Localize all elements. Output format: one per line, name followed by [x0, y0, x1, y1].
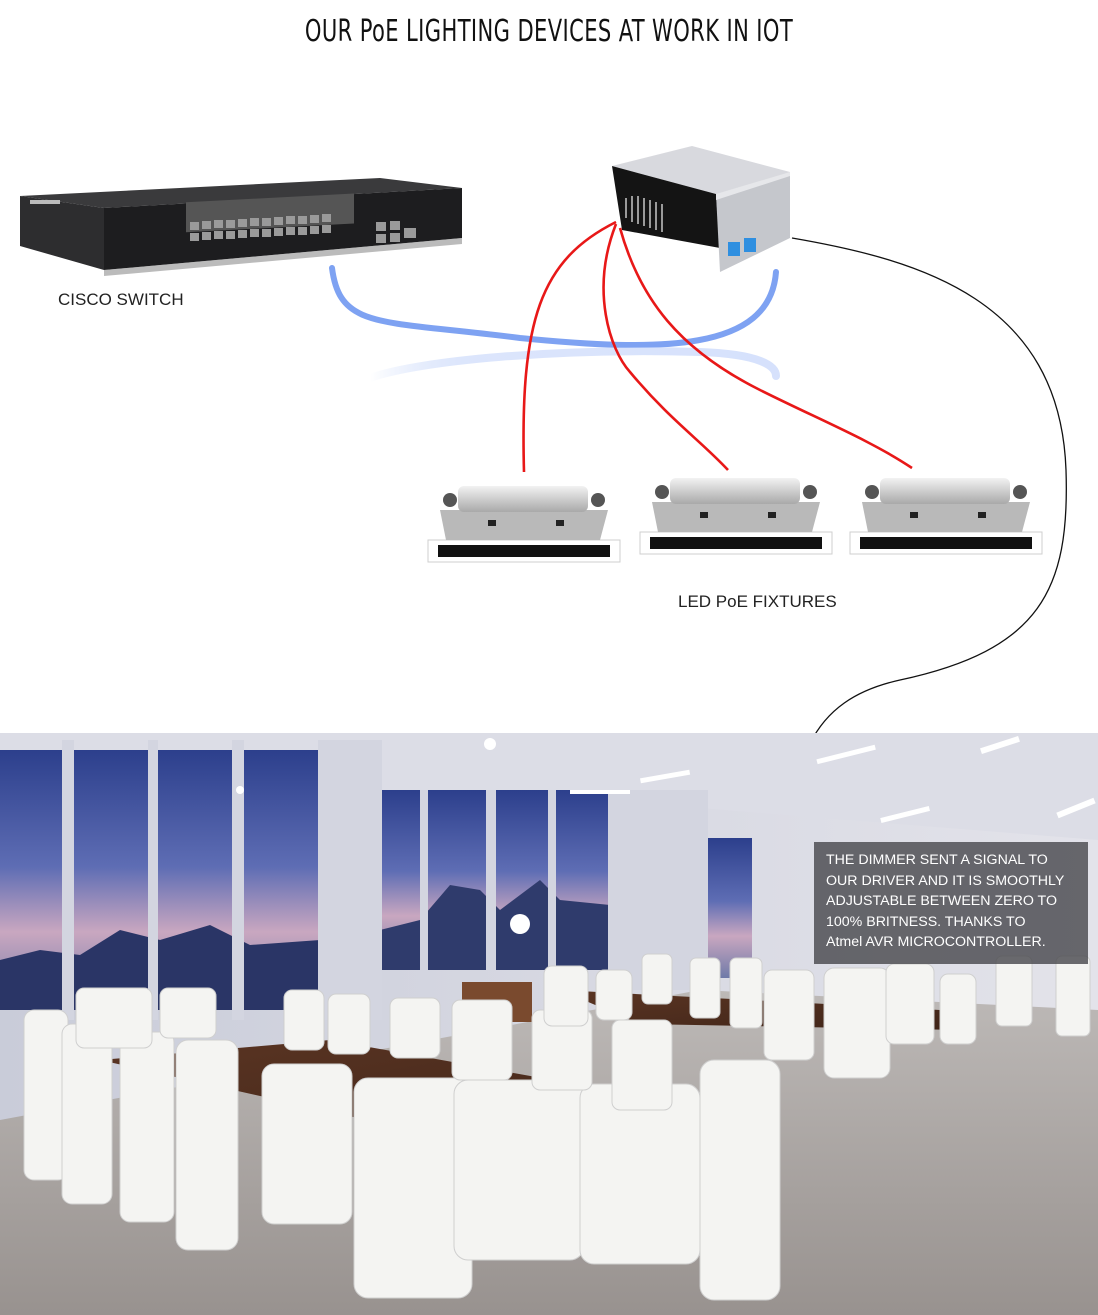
- caption-line: ADJUSTABLE BETWEEN ZERO TO: [826, 893, 1057, 910]
- conference-room-photo: [0, 733, 1098, 1315]
- led-fixture-icon: [639, 478, 833, 555]
- poe-driver-box-icon: [612, 146, 790, 272]
- cisco-switch-label: CISCO SWITCH: [58, 290, 184, 309]
- caption-line: Atmel AVR MICROCONTROLLER.: [826, 934, 1046, 951]
- cisco-switch-icon: [20, 178, 462, 276]
- ethernet-cable: [329, 265, 779, 348]
- caption-line: THE DIMMER SENT A SIGNAL TO: [826, 852, 1048, 868]
- ethernet-port-icon: [728, 242, 740, 256]
- page-title: OUR PoE LIGHTING DEVICES AT WORK IN IOT: [304, 14, 794, 49]
- ethernet-port-icon: [744, 238, 756, 252]
- dimmer-signal-wire: [788, 237, 1067, 893]
- led-fixture-icon: [849, 478, 1043, 555]
- led-fixture-icon: [427, 486, 621, 563]
- led-fixtures-label: LED PoE FIXTURES: [678, 592, 837, 611]
- ethernet-cable-reflection: [366, 347, 780, 382]
- caption-line: OUR DRIVER AND IT IS SMOOTHLY: [826, 872, 1065, 889]
- dimmer-caption-box: THE DIMMER SENT A SIGNAL TO OUR DRIVER A…: [814, 842, 1088, 964]
- power-cables: [522, 220, 913, 473]
- caption-line: 100% BRITNESS. THANKS TO: [826, 913, 1026, 930]
